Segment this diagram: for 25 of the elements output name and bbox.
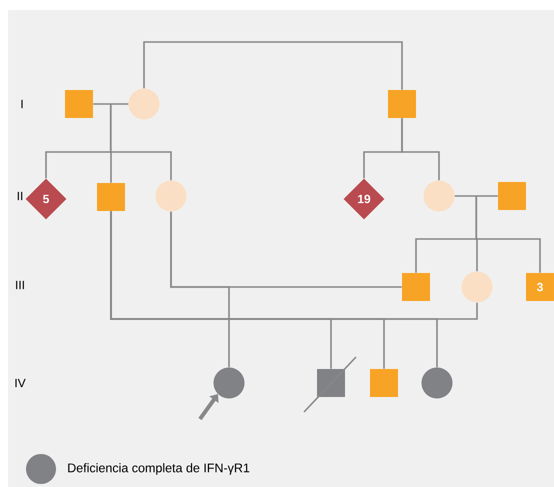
- square-symbol: [65, 90, 93, 118]
- square-symbol: [370, 369, 398, 397]
- square-symbol: [97, 183, 125, 211]
- legend-text: Deficiencia completa de IFN-γR1: [68, 463, 250, 475]
- marriage-line: [454, 195, 498, 197]
- circle-symbol: [156, 180, 186, 212]
- marriage-line: [93, 103, 128, 105]
- generation-numeral: I: [21, 100, 23, 108]
- descent-line: [110, 104, 172, 180]
- descent-line: [475, 196, 541, 273]
- square-symbol: [498, 182, 526, 210]
- circle-symbol: [462, 272, 492, 302]
- descent-line: [170, 212, 230, 368]
- circle-symbol: [214, 368, 244, 398]
- circle-symbol: [128, 88, 160, 120]
- square-symbol: [388, 90, 416, 118]
- descent-line: [110, 211, 438, 368]
- circle-symbol: [422, 368, 452, 398]
- circle-symbol: [424, 180, 454, 212]
- generation-numeral: IV: [15, 378, 26, 388]
- generation-numeral: III: [16, 280, 24, 290]
- deceased-square: [303, 356, 357, 413]
- descent-line: [401, 118, 440, 180]
- square-symbol: [402, 273, 430, 301]
- marriage-line: [143, 41, 403, 90]
